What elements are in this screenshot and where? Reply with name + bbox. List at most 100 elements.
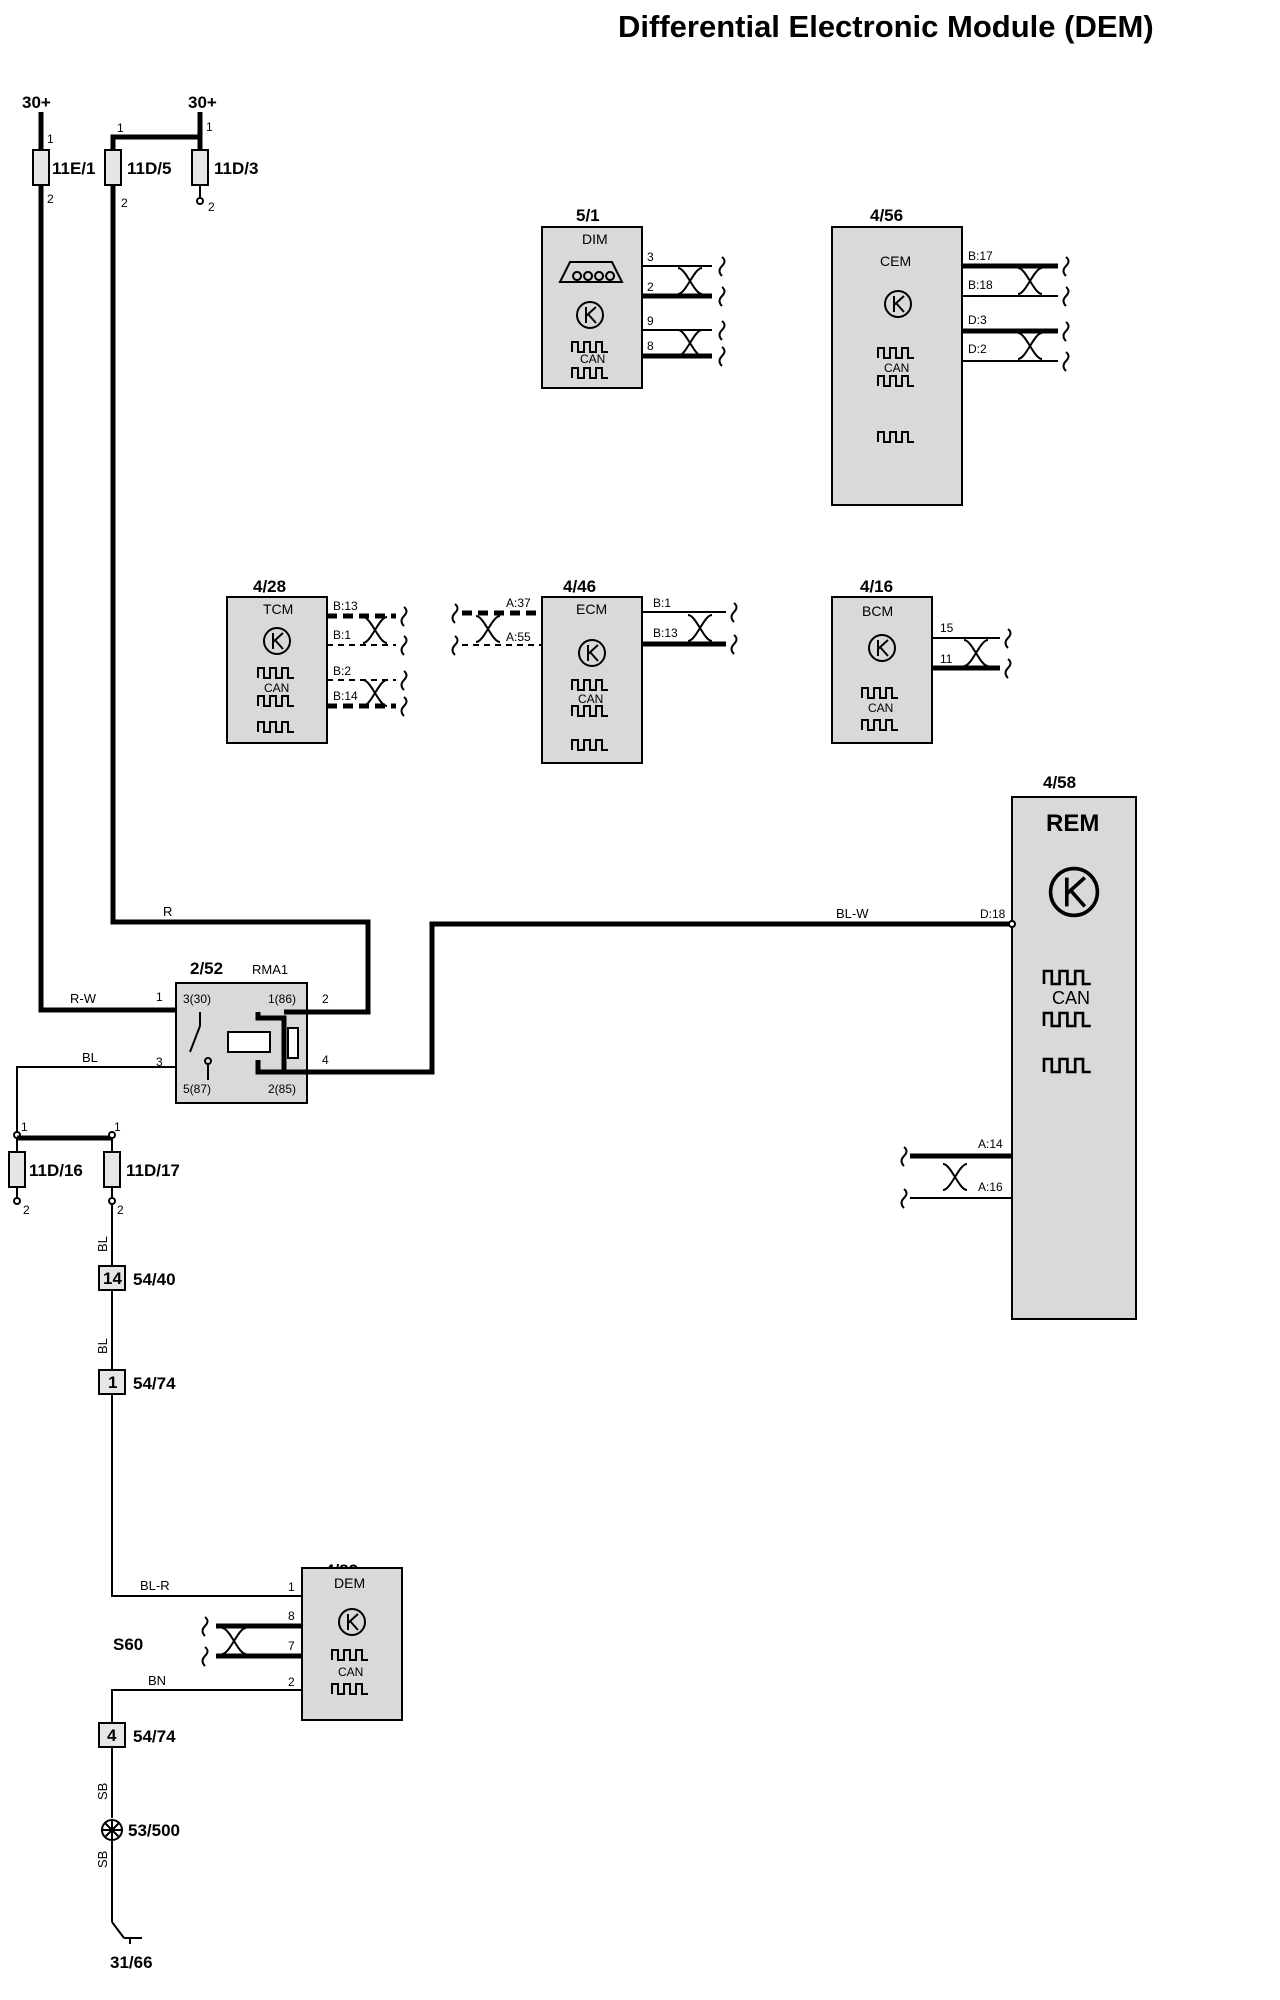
connector-54-40-pin: 14 — [103, 1269, 122, 1288]
dem-pin-2: 2 — [288, 1675, 295, 1689]
cem-pin-d2: D:2 — [968, 342, 987, 356]
module-cem: 4/56 CEM CAN B:17 B:18 D:3 D:2 — [831, 206, 993, 506]
rem-can: CAN — [1052, 988, 1090, 1008]
wire-r-label: R — [163, 904, 172, 919]
module-tcm: 4/28 TCM CAN B:13 B:1 B:2 B:14 — [226, 577, 358, 744]
wire-bl-label-1: BL — [95, 1236, 110, 1252]
supply-bus — [110, 134, 200, 150]
bcm-pin-11: 11 — [940, 652, 953, 666]
wire-sb-label-2: SB — [95, 1851, 110, 1868]
relay-name: RMA1 — [252, 962, 288, 977]
dim-can: CAN — [580, 352, 605, 366]
cem-signal-icon — [877, 347, 915, 359]
rem-signal-icon-3 — [1042, 1057, 1093, 1074]
ecm-can: CAN — [578, 692, 603, 706]
tcm-signal-icon-3 — [257, 721, 295, 733]
module-rem: 4/58 REM CAN D:18 A:14 A:16 — [978, 773, 1137, 1320]
connector-54-74-a-pin: 1 — [108, 1373, 117, 1392]
relay-ext-pin-2: 2 — [322, 992, 329, 1006]
fuse-11e1: 1 2 11E/1 — [32, 112, 96, 206]
wire-blr — [111, 1394, 302, 1597]
bcm-pin-15: 15 — [940, 621, 954, 635]
dim-pin-2: 2 — [647, 280, 654, 294]
relay-pin-30: 3(30) — [183, 992, 211, 1006]
bcm-signal-icon — [861, 687, 899, 699]
dim-name: DIM — [582, 231, 608, 247]
relay-ext-pin-3: 3 — [156, 1055, 163, 1069]
bcm-signal-icon-2 — [861, 719, 899, 731]
fuse-11e1-label: 11E/1 — [52, 159, 96, 178]
cem-pin-b17: B:17 — [968, 249, 993, 263]
wire-r — [110, 185, 371, 1015]
ecm-signal-icon — [571, 679, 609, 691]
ground-label: 31/66 — [110, 1953, 153, 1972]
dim-pin-9: 9 — [647, 314, 654, 328]
dem-signal-icon-2 — [331, 1683, 369, 1695]
connector-54-74-a: 1 54/74 — [98, 1369, 176, 1395]
supply-label-right: 30+ — [188, 93, 217, 112]
fuse-11d16: 1 2 11D/16 — [8, 1120, 83, 1217]
tcm-pin-b13: B:13 — [333, 599, 358, 613]
bcm-can: CAN — [868, 701, 893, 715]
connector-54-40: 14 54/40 — [98, 1265, 176, 1291]
ecm-signal-icon-2 — [571, 705, 609, 717]
cem-pin-d3: D:3 — [968, 313, 987, 327]
fuse-11d16-label: 11D/16 — [29, 1161, 83, 1180]
module-dem: 4/82 DEM CAN 1 8 7 2 — [288, 1561, 403, 1721]
wire-bl-relay — [16, 1066, 176, 1135]
tcm-signal-icon-2 — [257, 695, 295, 707]
splice-label: 53/500 — [128, 1821, 180, 1840]
dem-pin-8: 8 — [288, 1609, 295, 1623]
dim-signal-icon — [571, 341, 609, 353]
module-bcm: 4/16 BCM CAN 15 11 — [831, 577, 954, 744]
diagram-title: Differential Electronic Module (DEM) — [618, 9, 1154, 44]
wire-rw — [38, 200, 176, 1013]
gauge-icon — [558, 261, 624, 283]
wire-bn-label: BN — [148, 1673, 166, 1688]
fuse-11d16-pin-bottom: 2 — [23, 1203, 30, 1217]
rem-signal-icon — [1042, 969, 1093, 986]
fuse-11d3-pin-top: 1 — [206, 120, 213, 134]
fuse-11d16-pin-top: 1 — [21, 1120, 28, 1134]
rem-pin-d18: D:18 — [980, 907, 1006, 921]
rem-pin-a16: A:16 — [978, 1180, 1003, 1194]
relay-ref: 2/52 — [190, 959, 223, 978]
dem-can: CAN — [338, 1665, 363, 1679]
fuse-11d3-pin-bottom: 2 — [208, 200, 215, 214]
dem-signal-icon — [331, 1649, 369, 1661]
connector-54-40-ref: 54/40 — [133, 1270, 176, 1289]
connector-54-74-b-ref: 54/74 — [133, 1727, 176, 1746]
wire-bl-relay-label: BL — [82, 1050, 98, 1065]
tcm-name: TCM — [263, 601, 293, 617]
ecm-ref: 4/46 — [563, 577, 596, 596]
fuse-11d5: 1 2 11D/5 — [104, 121, 171, 210]
dim-pin-3: 3 — [647, 250, 654, 264]
connector-54-74-b: 4 54/74 — [98, 1722, 176, 1748]
dem-pin-7: 7 — [288, 1639, 295, 1653]
ecm-pin-b13: B:13 — [653, 626, 678, 640]
module-ecm: 4/46 ECM CAN B:1 B:13 A:37 A:55 — [506, 577, 678, 764]
cem-signal-icon-3 — [877, 431, 915, 443]
rem-signal-icon-2 — [1042, 1011, 1093, 1028]
fuse-11d17: 1 2 11D/17 — [103, 1120, 180, 1217]
module-dim: 5/1 DIM CAN 3 2 9 8 — [541, 206, 654, 389]
tcm-pin-b1: B:1 — [333, 628, 351, 642]
wire-blw-label: BL-W — [836, 906, 869, 921]
dem-name: DEM — [334, 1575, 365, 1591]
ecm-name: ECM — [576, 601, 607, 617]
connector-54-74-b-pin: 4 — [107, 1726, 117, 1745]
wire-rw-label: R-W — [70, 991, 97, 1006]
wire-bl-label-2: BL — [95, 1338, 110, 1354]
fuse-11d5-label: 11D/5 — [127, 159, 171, 178]
cem-name: CEM — [880, 253, 911, 269]
dim-signal-icon-2 — [571, 367, 609, 379]
connector-54-74-a-ref: 54/74 — [133, 1374, 176, 1393]
relay-rma1: 2/52 RMA1 3(30) 1(86) 5(87) 2(85) — [175, 959, 308, 1104]
wire-sb-label-1: SB — [95, 1783, 110, 1800]
fuse-11d17-pin-bottom: 2 — [117, 1203, 124, 1217]
tcm-pin-b14: B:14 — [333, 689, 358, 703]
fuse-11d5-pin-bottom: 2 — [121, 196, 128, 210]
cem-signal-icon-2 — [877, 375, 915, 387]
tcm-can: CAN — [264, 681, 289, 695]
fuse-11e1-pin-bottom: 2 — [47, 192, 54, 206]
